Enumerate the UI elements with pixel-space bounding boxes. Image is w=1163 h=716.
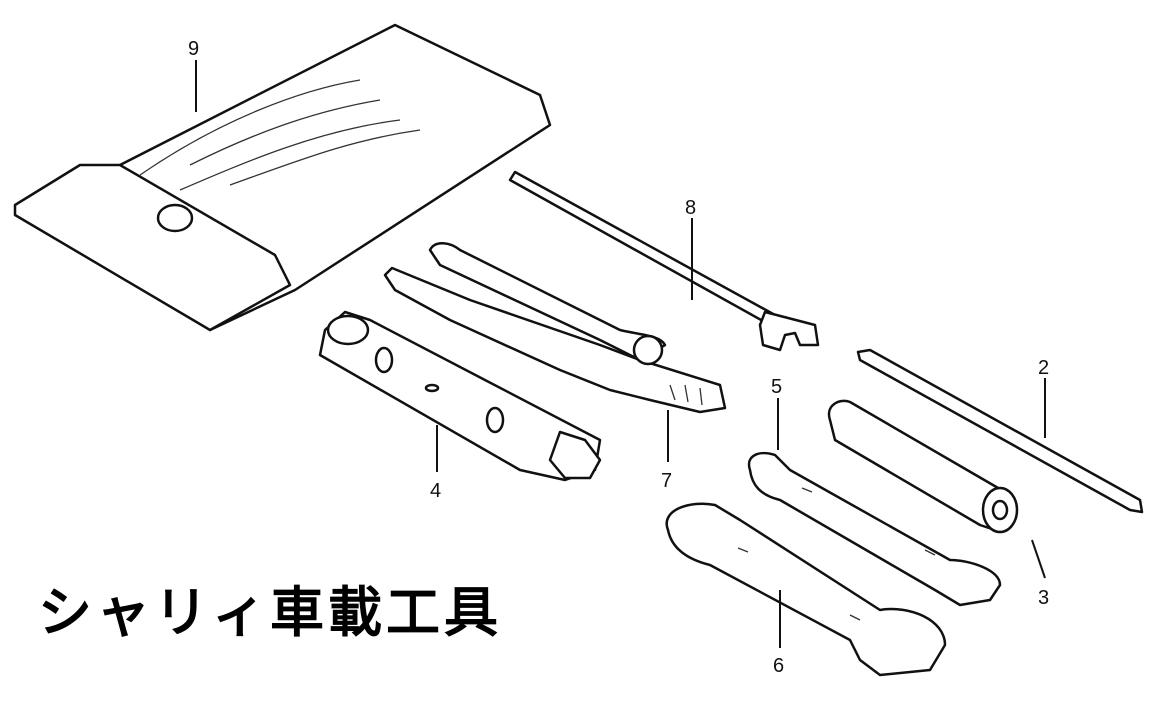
diagram-title: シャリィ車載工具 [38, 581, 502, 644]
pliers [383, 242, 727, 414]
tool-bag [13, 23, 552, 332]
callout-4: 4 [430, 480, 441, 502]
callout-3: 3 [1038, 587, 1049, 609]
callout-7: 7 [661, 470, 672, 492]
callout-5: 5 [771, 376, 782, 398]
screwdriver-blade [856, 348, 1144, 514]
leader-3 [1031, 539, 1046, 579]
callout-8: 8 [685, 197, 696, 219]
box-spanner [318, 310, 602, 482]
callout-9: 9 [188, 38, 199, 60]
rod-tool [508, 170, 820, 352]
callout-2: 2 [1038, 357, 1049, 379]
large-wrench [665, 502, 947, 677]
small-wrench [747, 451, 1002, 607]
screwdriver-handle [827, 399, 1019, 534]
callout-6: 6 [773, 655, 784, 677]
